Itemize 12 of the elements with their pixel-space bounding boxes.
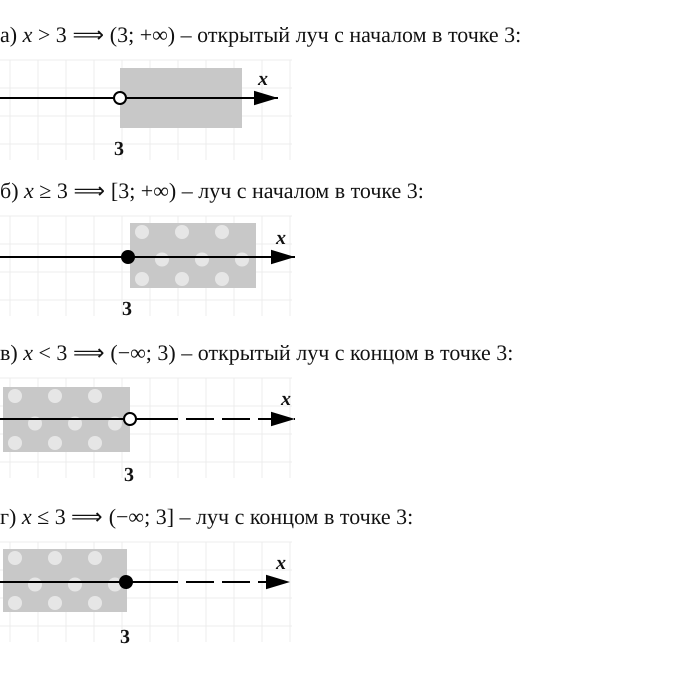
statement-text: г) x ≤ 3 ⟹ (−∞; 3] – луч с концом в точке 3:	[0, 504, 414, 530]
axis-label: x	[281, 388, 291, 411]
statement-text: б) x ≥ 3 ⟹ [3; +∞) – луч с началом в точке 3:	[0, 178, 424, 204]
statement-text: в) x < 3 ⟹ (−∞; 3) – открытый луч с концом в точке 3:	[0, 340, 514, 366]
tick-label: 3	[124, 464, 134, 487]
tick-label: 3	[122, 298, 132, 321]
axis-label: x	[276, 227, 286, 250]
statement-text: а) x > 3 ⟹ (3; +∞) – открытый луч с началом в точке 3:	[0, 22, 522, 48]
axis-label: x	[276, 552, 286, 575]
axis-label: x	[258, 68, 268, 91]
tick-label: 3	[114, 138, 124, 161]
tick-label: 3	[120, 626, 130, 649]
